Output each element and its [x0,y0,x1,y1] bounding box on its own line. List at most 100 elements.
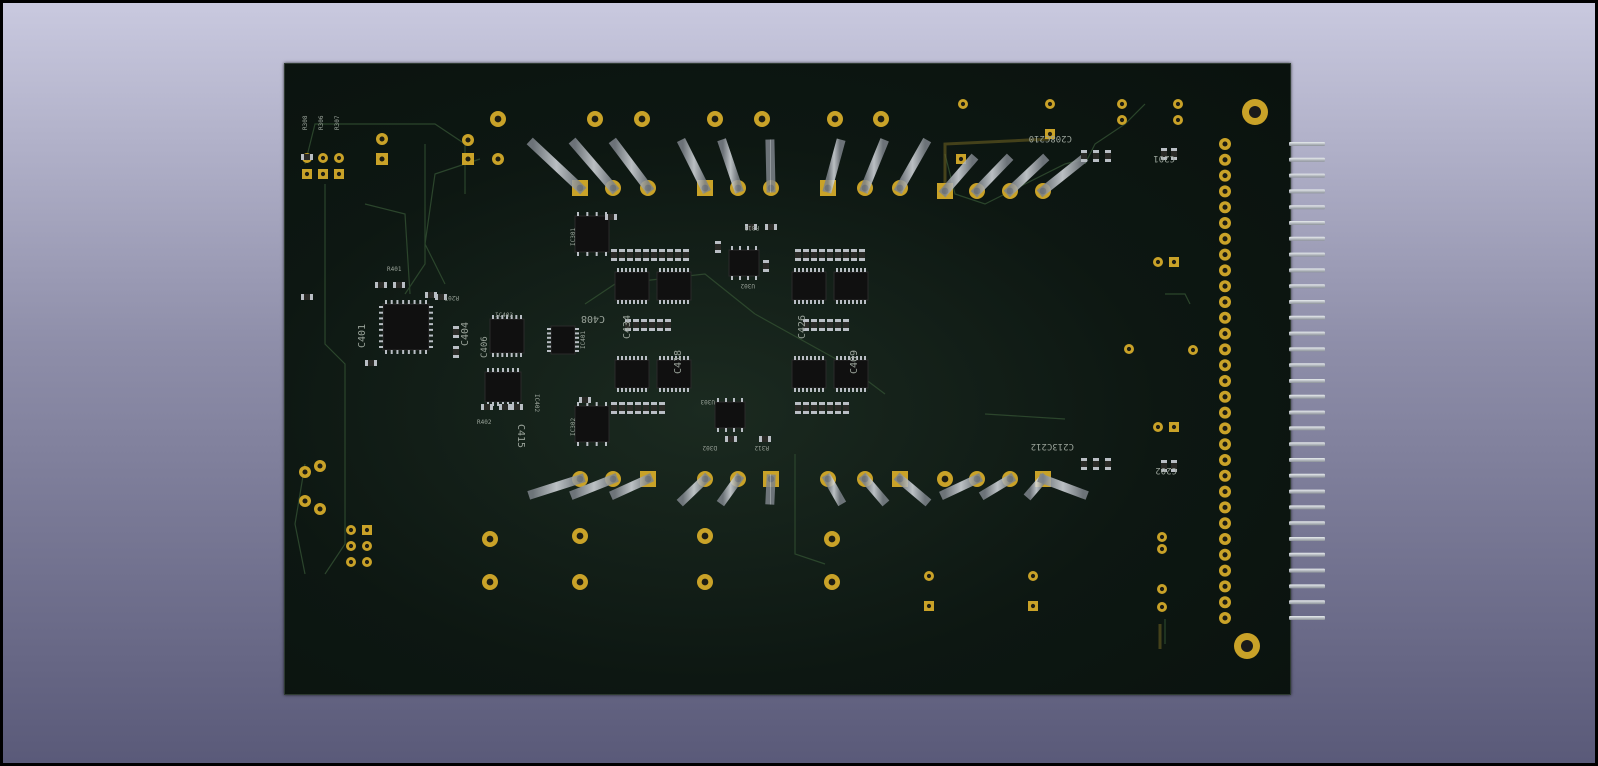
smd-cap [444,294,447,300]
drill-hole [1171,259,1177,265]
drill-hole [1222,299,1228,305]
drill-hole [465,156,471,162]
header-pin [1289,410,1325,415]
smd-cap [625,319,631,322]
smd-body [665,319,671,331]
drill-hole [1159,546,1165,552]
ic-pin [419,300,422,304]
smd-cap [310,294,313,300]
ic-pin [586,442,589,446]
ic-pin [675,388,677,392]
smd-cap [803,411,809,414]
ic-pin [595,442,598,446]
ic-pin [429,334,433,337]
label-u303: U303 [700,398,715,405]
smd-cap [827,319,833,322]
drill-hole [364,559,370,565]
smd-cap [365,360,368,366]
ic-pin [683,268,685,272]
drill-hole [302,498,308,504]
smd-cap [1093,467,1099,470]
ic-pin [586,252,589,256]
smd-cap [803,249,809,252]
smd-passives [301,148,1177,472]
drill-hole [1222,141,1228,147]
ic-pin [379,340,383,343]
ic-pin [864,300,866,304]
pcb-board[interactable]: C401 C404 C406 C408 C415 C418 C434 C426 … [284,63,1325,695]
header-pin [1289,394,1325,399]
smd-body [579,397,591,403]
smd-cap [425,292,428,298]
smd-cap [819,328,825,331]
ic-pin [379,311,383,314]
ic-pin [645,300,647,304]
smd-body [819,402,825,414]
ic-pin [852,268,854,272]
smd-cap [675,249,681,252]
smd-cap [835,402,841,405]
ic-pin [429,328,433,331]
ic-pin [683,388,685,392]
smd-body [835,249,841,261]
ic-pin [852,300,854,304]
drill-hole [1222,346,1228,352]
ic-pin [860,388,862,392]
ic-pin [506,315,508,319]
ic-pin [731,246,733,250]
smd-body [843,402,849,414]
drill-hole [1222,599,1228,605]
component-lead [858,472,890,507]
ic-pin [577,212,579,216]
smd-cap [1171,469,1177,472]
drill-hole [1222,568,1228,574]
ic-pin [402,300,405,304]
smd-body [1093,458,1099,470]
smd-body [819,319,825,331]
ic-pin [802,388,804,392]
ic-pin [617,268,619,272]
smd-cap [619,258,625,261]
component-lead [821,472,847,507]
label-ic401: IC401 [580,331,587,349]
ic-pin [864,356,866,360]
ic-pin [822,356,824,360]
smd-body [635,249,641,261]
ic-pin [794,268,796,272]
ic-pin [385,300,387,304]
smd-cap [635,258,641,261]
ic-pin [429,306,433,308]
smd-cap [651,258,657,261]
smd-body [745,224,757,230]
ic-pin [429,317,433,320]
ic-pin [633,300,635,304]
ic-pin [675,300,677,304]
ic-pin [492,368,494,372]
smd-cap [754,224,757,230]
ic-pin [802,356,804,360]
label-c213c212: C213C212 [1031,441,1074,451]
smd-body [1093,150,1099,162]
drill-hole [701,578,709,586]
drill-hole [1222,220,1228,226]
ic-pin [429,323,433,326]
smd-cap [859,249,865,252]
ic-pin [802,268,804,272]
drill-hole [317,506,323,512]
drill-hole [486,578,494,586]
smd-cap [843,258,849,261]
ic-pin [515,353,518,357]
ic-body [714,401,746,429]
ic-pin [814,268,816,272]
smd-cap [843,328,849,331]
ic-pin [798,356,800,360]
smd-cap [759,436,762,442]
drill-hole [1222,204,1228,210]
header-pin [1289,252,1325,257]
ic-pin [633,356,635,360]
smd-cap [627,411,633,414]
ic-pin [848,356,850,360]
component-lead [1003,153,1050,198]
smd-cap [835,411,841,414]
ic-pin [860,356,862,360]
